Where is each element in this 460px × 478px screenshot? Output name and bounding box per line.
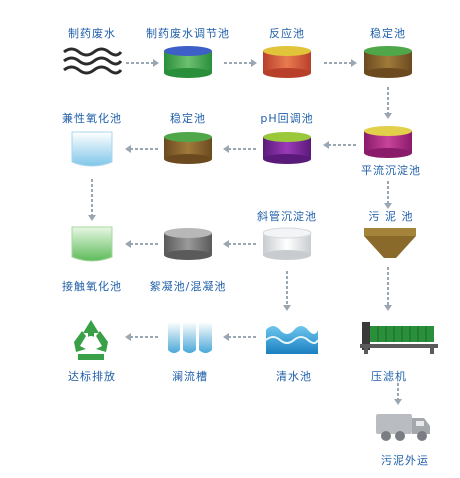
arrow-left [125, 145, 158, 153]
contact-tank-icon [71, 226, 113, 262]
arrow-left [323, 141, 356, 149]
label-contact-tank: 接触氧化池 [62, 280, 122, 293]
ph-tank-icon [263, 132, 311, 164]
label-stabilization-tank-1: 稳定池 [370, 27, 406, 40]
clear-water-icon [265, 326, 319, 354]
filter-press-icon [360, 322, 438, 354]
label-reaction-tank: 反应池 [269, 27, 305, 40]
stabilization-tank-2-icon [164, 132, 212, 164]
wave-icon [63, 47, 122, 75]
arrow-left [125, 240, 158, 248]
arrow-left [223, 333, 256, 341]
reaction-tank-icon [263, 46, 311, 78]
arrow-down [394, 383, 402, 405]
arrow-left [223, 240, 256, 248]
label-filter-press: 压滤机 [371, 370, 407, 383]
facultative-tank-icon [71, 131, 113, 167]
arrow-left [223, 145, 256, 153]
flume-icon [168, 322, 212, 353]
label-inclined-tube-tank: 斜管沉淀池 [257, 210, 317, 223]
arrow-down [88, 179, 96, 221]
label-sludge-transport: 污泥外运 [381, 454, 429, 467]
arrow-down [384, 181, 392, 209]
inclined-tube-tank-icon [262, 227, 312, 260]
label-coagulation-tank: 絮凝池/混凝池 [149, 280, 227, 293]
arrow-right [324, 59, 357, 67]
recycle-icon [74, 320, 108, 360]
label-sludge-tank: 污 泥 池 [368, 210, 414, 223]
label-flume: 澜流槽 [172, 370, 208, 383]
advection-tank-icon [364, 126, 412, 158]
coagulation-tank-icon [164, 228, 212, 260]
stabilization-tank-1-icon [364, 46, 412, 78]
hopper-icon [364, 228, 416, 258]
arrow-right [126, 59, 159, 67]
regulating-tank-icon [164, 46, 212, 78]
label-ph-tank: pH回调池 [260, 112, 314, 125]
label-discharge: 达标排放 [68, 370, 116, 383]
label-regulating-tank: 制药废水调节池 [146, 27, 230, 40]
label-stabilization-tank-2: 稳定池 [170, 112, 206, 125]
arrow-down [384, 267, 392, 311]
arrow-right [224, 59, 257, 67]
arrow-left [125, 333, 158, 341]
label-clear-water: 清水池 [276, 370, 312, 383]
truck-icon [376, 414, 430, 441]
label-advection-tank: 平流沉淀池 [361, 164, 421, 177]
label-wastewater: 制药废水 [68, 27, 116, 40]
arrow-down [283, 271, 291, 311]
arrow-down [384, 87, 392, 119]
label-facultative-tank: 兼性氧化池 [62, 112, 122, 125]
